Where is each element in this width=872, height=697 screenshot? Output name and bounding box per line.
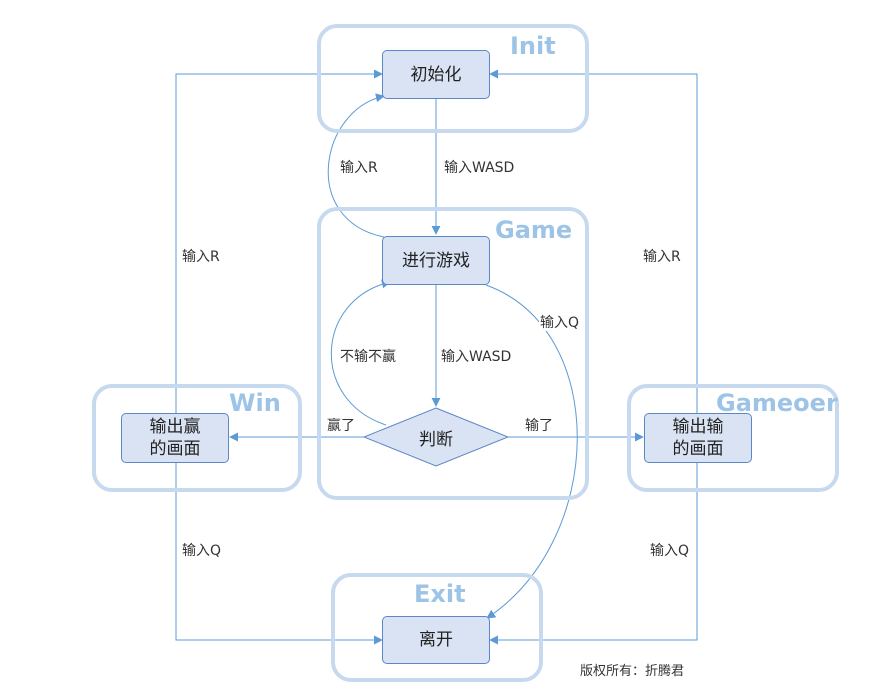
edge-play-to-init xyxy=(327,93,385,238)
state-init-title: Init xyxy=(510,32,556,60)
node-leave: 离开 xyxy=(382,616,490,664)
state-init xyxy=(317,24,589,133)
label-win-to-exit: 输入Q xyxy=(181,543,223,559)
label-lose-to-init: 输入R xyxy=(642,249,682,265)
state-gameover xyxy=(627,384,839,492)
label-play-to-init: 输入R xyxy=(339,160,379,176)
copyright-credit: 版权所有：折腾君 xyxy=(580,664,685,679)
node-win-screen: 输出赢的画面 xyxy=(121,413,229,463)
label-play-to-exit: 输入Q xyxy=(539,315,581,331)
state-win xyxy=(92,384,302,492)
label-play-to-judge: 输入WASD xyxy=(440,349,513,365)
state-win-title: Win xyxy=(229,389,281,417)
edge-win-to-exit xyxy=(175,463,383,645)
state-exit-title: Exit xyxy=(414,580,466,608)
node-play: 进行游戏 xyxy=(382,236,490,285)
label-lose-to-exit: 输入Q xyxy=(649,543,691,559)
label-init-to-play: 输入WASD xyxy=(443,160,516,176)
label-judge-to-win: 赢了 xyxy=(326,418,356,434)
label-win-to-init: 输入R xyxy=(181,249,221,265)
state-game-title: Game xyxy=(495,216,573,244)
edge-lose-to-exit xyxy=(489,463,698,645)
label-judge-to-lose: 输了 xyxy=(524,418,554,434)
edge-judge-to-play xyxy=(330,279,391,426)
edge-lose-to-init xyxy=(489,69,698,413)
label-judge-to-play: 不输不赢 xyxy=(339,349,397,365)
edge-win-to-init xyxy=(175,69,383,413)
node-judge-label: 判断 xyxy=(419,429,453,450)
judge-diamond-shape xyxy=(362,407,510,467)
node-lose-screen: 输出输的画面 xyxy=(644,413,752,463)
state-game xyxy=(317,207,589,500)
node-init: 初始化 xyxy=(382,50,490,99)
state-gameover-title: Gameoer xyxy=(716,389,838,417)
state-exit xyxy=(331,573,543,682)
